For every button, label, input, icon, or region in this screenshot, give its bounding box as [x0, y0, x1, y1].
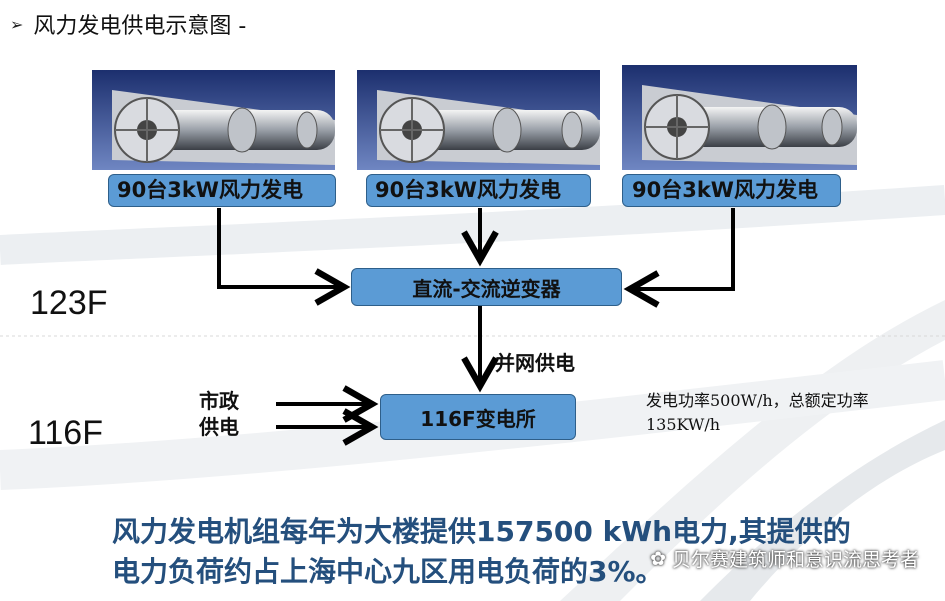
turbine-image-3 [622, 65, 857, 170]
watermark: ✿ 贝尔赛建筑师和意识流思考者 [650, 545, 919, 572]
generator-label-1: 90台3kW风力发电 [117, 178, 303, 202]
floor-label-upper: 123F [30, 284, 108, 322]
generator-box-2 [366, 174, 591, 207]
page-title: 风力发电供电示意图 - [33, 14, 247, 39]
summary-text: 风力发电机组每年为大楼提供157500 kWh电力,其提供的电力负荷约占上海中心… [112, 515, 851, 588]
inverter-node: 直流-交流逆变器 [351, 268, 622, 306]
floor-label-lower: 116F [28, 414, 103, 452]
inverter-label: 直流-交流逆变器 [412, 276, 561, 301]
arrow-gen3-to-inverter [623, 208, 735, 308]
arrow-gen1-to-inverter [217, 208, 351, 306]
municipal-line-2: 供电 [199, 415, 239, 439]
generator-box-1: 90台3kW风力发电 [108, 174, 336, 207]
grid-connection-label: 并网供电 [495, 351, 575, 375]
turbine-image-2 [357, 70, 600, 170]
municipal-line-1: 市政 [199, 389, 239, 413]
watermark-text: 贝尔赛建筑师和意识流思考者 [671, 549, 919, 571]
municipal-supply-label: 市政 供电 [199, 388, 239, 440]
generator-label-3: 90台3kW风力发电 [632, 178, 818, 202]
substation-node: 116F变电所 [380, 394, 576, 440]
generator-box-3 [622, 174, 841, 207]
page-title-row: ➢ 风力发电供电示意图 - [10, 8, 246, 40]
bullet-arrow-icon: ➢ [10, 14, 24, 34]
substation-label: 116F变电所 [420, 406, 536, 431]
turbine-image-1 [92, 70, 335, 170]
wechat-icon: ✿ [650, 547, 666, 570]
power-note: 发电功率500W/h，总额定功率135KW/h [646, 391, 869, 434]
generator-label-2: 90台3kW风力发电 [375, 178, 561, 202]
